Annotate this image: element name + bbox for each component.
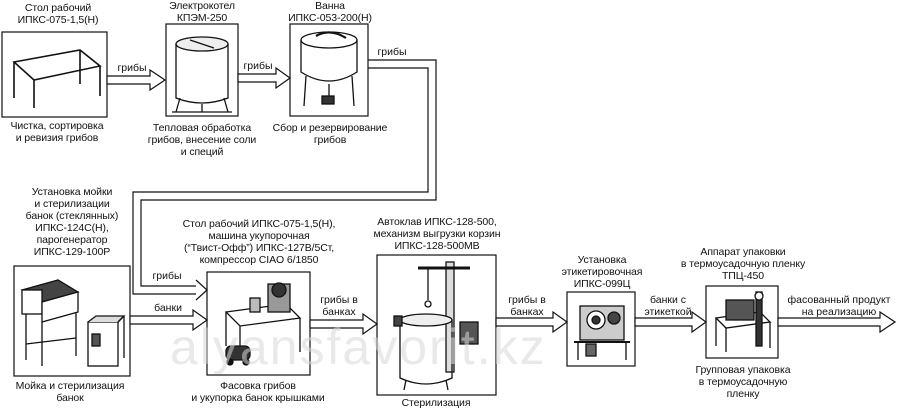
edge-boiler-bath	[237, 66, 292, 90]
bath-tank-icon	[300, 31, 358, 107]
node-title-packing: Стол рабочий ИПКС-075-1,5(Н),машина укуп…	[182, 218, 336, 266]
work-table-icon	[12, 49, 102, 108]
autoclave-icon	[393, 261, 479, 391]
edge-packing-autoclave	[309, 312, 379, 336]
node-title-autoclave: Автоклав ИПКС-128-500,механизм выгрузки …	[373, 216, 501, 252]
edge-label-table1-boiler: грибы	[117, 62, 147, 74]
edge-label-bath-packing-entry: грибы	[152, 270, 182, 282]
edge-label-bath-packing: грибы	[377, 46, 407, 58]
edge-bath-packing	[132, 59, 437, 301]
edge-washer-packing	[129, 308, 209, 332]
node-caption-autoclave: Стерилизация	[401, 397, 471, 409]
edge-labeler-shrink	[634, 310, 708, 334]
edge-shrink-output	[777, 310, 897, 334]
edge-autoclave-labeler	[495, 310, 569, 334]
electric-boiler-icon	[172, 36, 232, 113]
labeling-machine-icon	[574, 305, 630, 360]
capping-machine-icon	[224, 282, 302, 366]
edge-label-washer-packing: банки	[154, 302, 182, 314]
jar-washer-icon	[20, 279, 126, 367]
watermark: alyansfavorit.kz	[170, 319, 547, 375]
edge-table1-boiler	[106, 68, 167, 92]
edge-label-boiler-bath: грибы	[243, 60, 273, 72]
shrink-wrap-icon	[714, 291, 772, 352]
